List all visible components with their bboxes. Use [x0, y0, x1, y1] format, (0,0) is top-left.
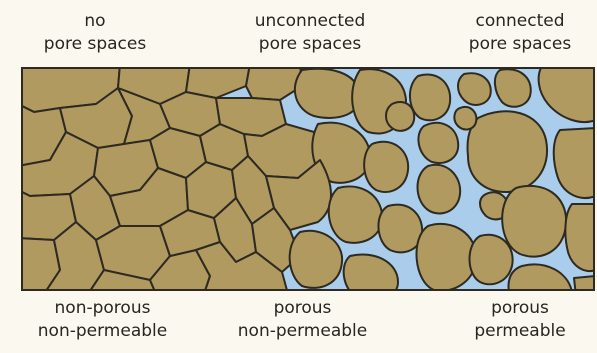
label-line: no: [20, 10, 170, 33]
label-connected-pore-spaces: connected pore spaces: [440, 10, 597, 56]
grain: [495, 69, 531, 106]
label-line: pore spaces: [20, 33, 170, 56]
label-non-porous-non-permeable: non-porous non-permeable: [15, 297, 190, 343]
grain: [410, 74, 450, 120]
label-unconnected-pore-spaces: unconnected pore spaces: [220, 10, 400, 56]
label-porous-non-permeable: porous non-permeable: [215, 297, 390, 343]
label-line: permeable: [450, 320, 590, 343]
label-no-pore-spaces: no pore spaces: [20, 10, 170, 56]
grain: [574, 276, 596, 296]
grain: [417, 224, 477, 291]
label-line: non-permeable: [215, 320, 390, 343]
label-line: porous: [450, 297, 590, 320]
grain: [470, 235, 513, 285]
grain: [458, 73, 491, 105]
grain: [378, 205, 422, 253]
label-line: pore spaces: [220, 33, 400, 56]
label-line: connected: [440, 10, 597, 33]
grain: [454, 107, 476, 130]
label-line: porous: [215, 297, 390, 320]
grain: [364, 142, 408, 192]
label-line: non-porous: [15, 297, 190, 320]
label-line: unconnected: [220, 10, 400, 33]
grain: [386, 102, 414, 131]
grain: [467, 111, 547, 192]
label-line: pore spaces: [440, 33, 597, 56]
label-line: non-permeable: [15, 320, 190, 343]
grain: [502, 186, 566, 257]
grain: [418, 165, 461, 214]
label-porous-permeable: porous permeable: [450, 297, 590, 343]
grain: [418, 123, 458, 163]
